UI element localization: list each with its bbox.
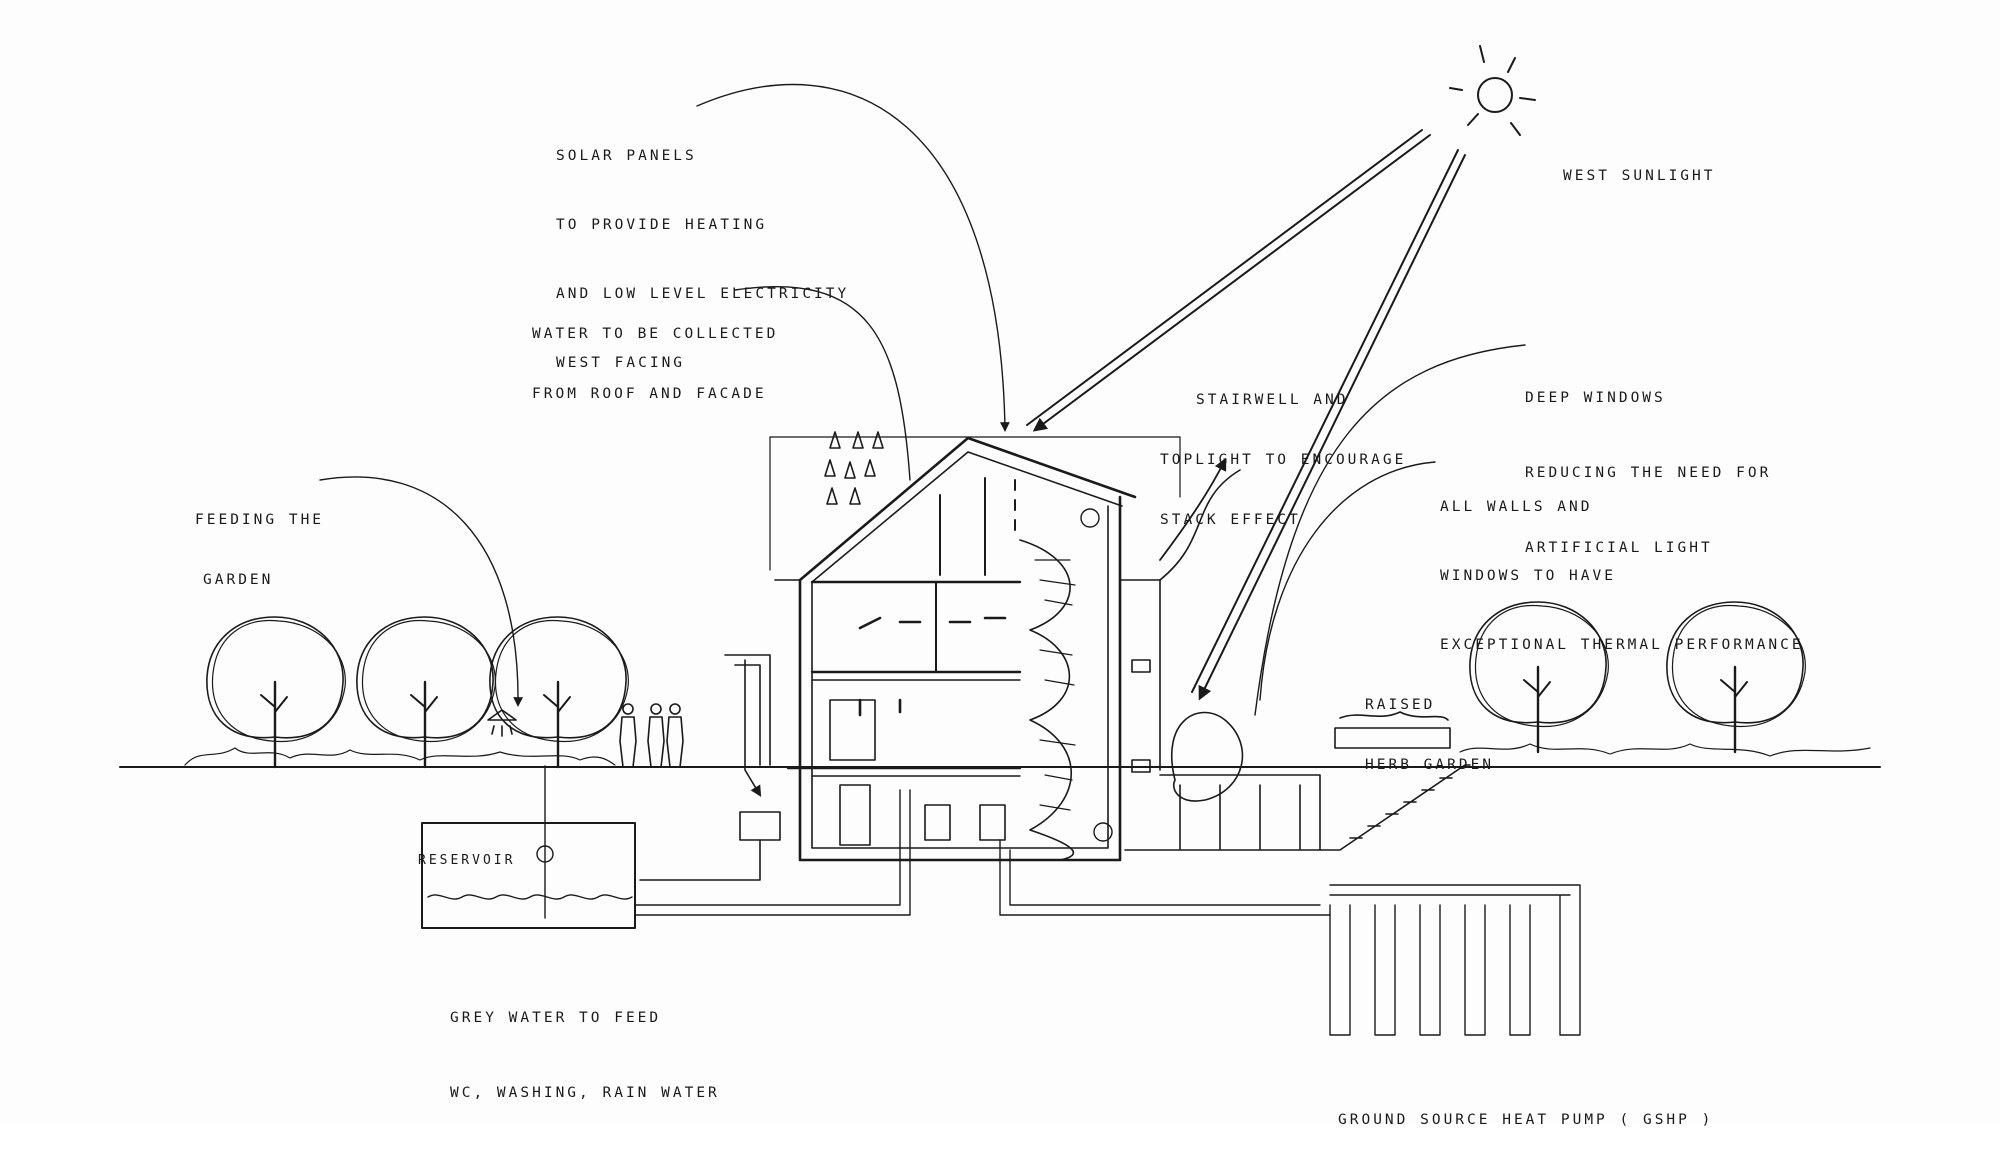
gshp-loop <box>999 839 1581 1036</box>
annotation-solar-panels: SOLAR PANELS TO PROVIDE HEATING AND LOW … <box>556 99 849 398</box>
annotation-feeding-garden: FEEDING THE GARDEN <box>195 470 324 610</box>
reservoir-tank <box>421 765 911 929</box>
section-sketch: SOLAR PANELS TO PROVIDE HEATING AND LOW … <box>119 45 1881 1128</box>
annotation-west-sunlight: WEST SUNLIGHT <box>1563 119 1716 211</box>
person-icon <box>647 703 665 768</box>
sketch-drawing <box>119 45 1881 1036</box>
person-icon <box>666 703 684 768</box>
annotation-line: GROUND SOURCE HEAT PUMP ( GSHP ) <box>1338 1112 1714 1128</box>
annotation-line: TOPLIGHT TO ENCOURAGE <box>1160 452 1407 468</box>
annotation-line: HERB GARDEN <box>1365 757 1495 773</box>
annotation-raised-herb-garden: RAISED HERB GARDEN <box>1365 655 1494 795</box>
annotation-grey-water: GREY WATER TO FEED WC, WASHING, RAIN WAT… <box>450 956 720 1131</box>
annotation-line: GARDEN <box>203 572 274 588</box>
annotation-line: WEST SUNLIGHT <box>1563 168 1716 184</box>
annotation-stairwell: STAIRWELL AND TOPLIGHT TO ENCOURAGE STAC… <box>1160 350 1406 550</box>
annotation-deep-windows: DEEP WINDOWS REDUCING THE NEED FOR ARTIF… <box>1525 336 1771 586</box>
sun-icon <box>1449 45 1536 136</box>
annotation-line: SOLAR PANELS <box>556 148 697 164</box>
annotation-walls-windows: ALL WALLS AND WINDOWS TO HAVE EXCEPTIONA… <box>1440 450 1804 680</box>
annotation-line: TO PROVIDE HEATING <box>556 217 768 233</box>
annotation-line: WATER TO BE COLLECTED <box>532 326 779 342</box>
annotation-line: RESERVOIR <box>418 853 516 868</box>
tree-icon <box>205 615 347 769</box>
annotation-line: GREY WATER TO FEED <box>450 1010 662 1026</box>
annotation-line: FEEDING THE <box>195 512 325 528</box>
annotation-line: AND LOW LEVEL ELECTRICITY <box>556 286 850 302</box>
annotation-line: EXCEPTIONAL THERMAL PERFORMANCE <box>1440 637 1804 653</box>
annotation-line: WINDOWS TO HAVE <box>1440 568 1616 584</box>
annotation-line: REDUCING THE NEED FOR <box>1525 465 1772 481</box>
person-icon <box>619 703 637 768</box>
annotation-line: STAIRWELL AND <box>1196 392 1349 408</box>
annotation-gshp: GROUND SOURCE HEAT PUMP ( GSHP ) <box>1338 1063 1713 1155</box>
house-section <box>724 436 1241 862</box>
annotation-line: ALL WALLS AND <box>1440 499 1593 515</box>
annotation-line: ARTIFICIAL LIGHT <box>1525 540 1713 556</box>
annotation-line: DEEP WINDOWS <box>1525 390 1666 406</box>
annotation-line: FROM ROOF AND FACADE <box>532 386 767 402</box>
annotation-line: RAISED <box>1365 697 1436 713</box>
tree-icon <box>488 615 630 769</box>
annotation-line: WEST FACING <box>556 355 686 371</box>
annotation-line: WC, WASHING, RAIN WATER <box>450 1085 720 1101</box>
annotation-line: STACK EFFECT <box>1160 512 1301 528</box>
rain-drop-icon <box>824 431 884 505</box>
tree-icon <box>355 615 497 769</box>
shower-icon <box>487 709 517 737</box>
annotation-water-collection: WATER TO BE COLLECTED FROM ROOF AND FACA… <box>532 284 778 424</box>
annotation-reservoir: RESERVOIR <box>418 803 515 895</box>
